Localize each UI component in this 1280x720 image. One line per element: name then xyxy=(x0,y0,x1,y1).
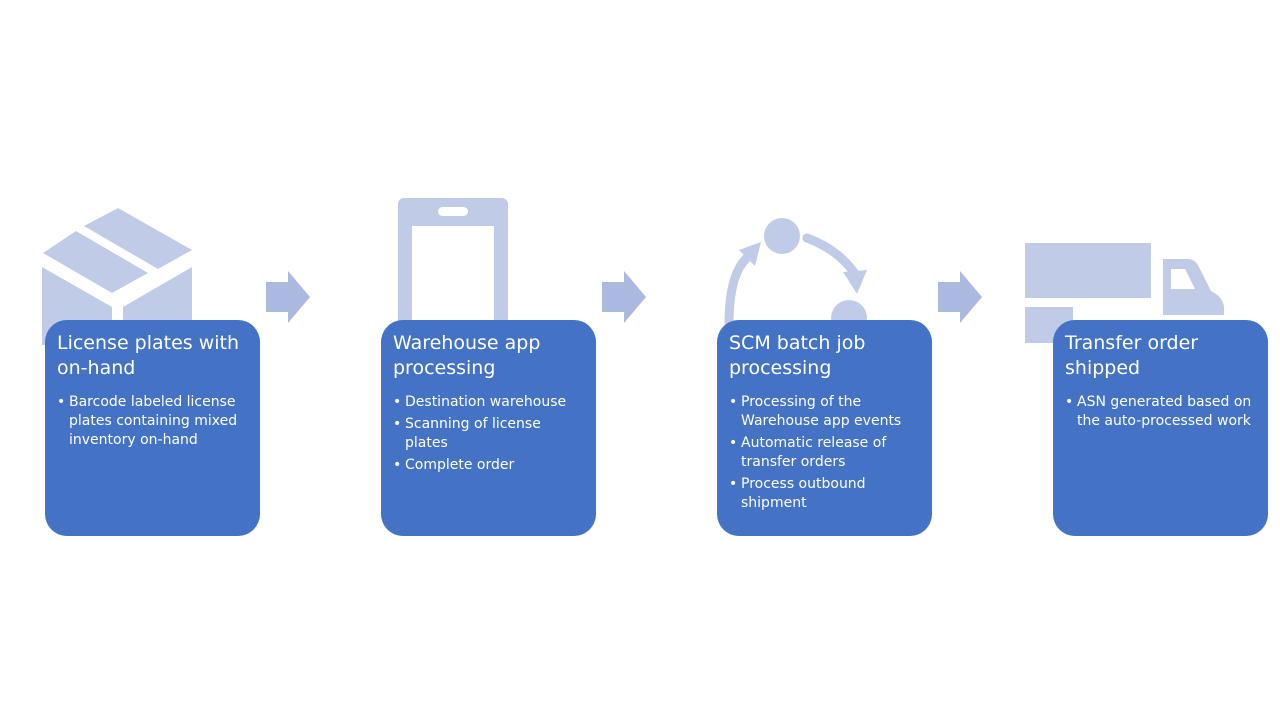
step-bullet-list: Barcode labeled license plates containin… xyxy=(57,393,250,450)
step-bullet: Processing of the Warehouse app events xyxy=(729,393,922,431)
flow-arrow-1 xyxy=(266,271,310,323)
step-card-scm-batch-job: SCM batch job processing Processing of t… xyxy=(717,320,932,536)
flow-arrow-2 xyxy=(602,271,646,323)
step-bullet-list: Processing of the Warehouse app events A… xyxy=(729,393,922,513)
mobile-phone-icon xyxy=(398,198,508,328)
step-bullet-list: ASN generated based on the auto-processe… xyxy=(1065,393,1258,431)
step-bullet: Complete order xyxy=(393,456,586,475)
step-bullet: Destination warehouse xyxy=(393,393,586,412)
flow-arrow-3 xyxy=(938,271,982,323)
step-bullet-list: Destination warehouse Scanning of licens… xyxy=(393,393,586,475)
step-bullet: Automatic release of transfer orders xyxy=(729,434,922,472)
step-bullet: ASN generated based on the auto-processe… xyxy=(1065,393,1258,431)
delivery-truck-icon xyxy=(1025,243,1224,343)
step-title: Warehouse app processing xyxy=(393,332,541,379)
step-card-warehouse-app: Warehouse app processing Destination war… xyxy=(381,320,596,536)
step-card-transfer-order: Transfer order shipped ASN generated bas… xyxy=(1053,320,1268,536)
step-title: Transfer order shipped xyxy=(1065,332,1199,379)
cycle-process-icon xyxy=(724,218,867,332)
step-title: SCM batch job processing xyxy=(729,332,866,379)
step-bullet: Process outbound shipment xyxy=(729,475,922,513)
step-bullet: Barcode labeled license plates containin… xyxy=(57,393,250,450)
step-bullet: Scanning of license plates xyxy=(393,415,586,453)
step-card-license-plates: License plates with on-hand Barcode labe… xyxy=(45,320,260,536)
step-title: License plates with on-hand xyxy=(57,332,240,379)
